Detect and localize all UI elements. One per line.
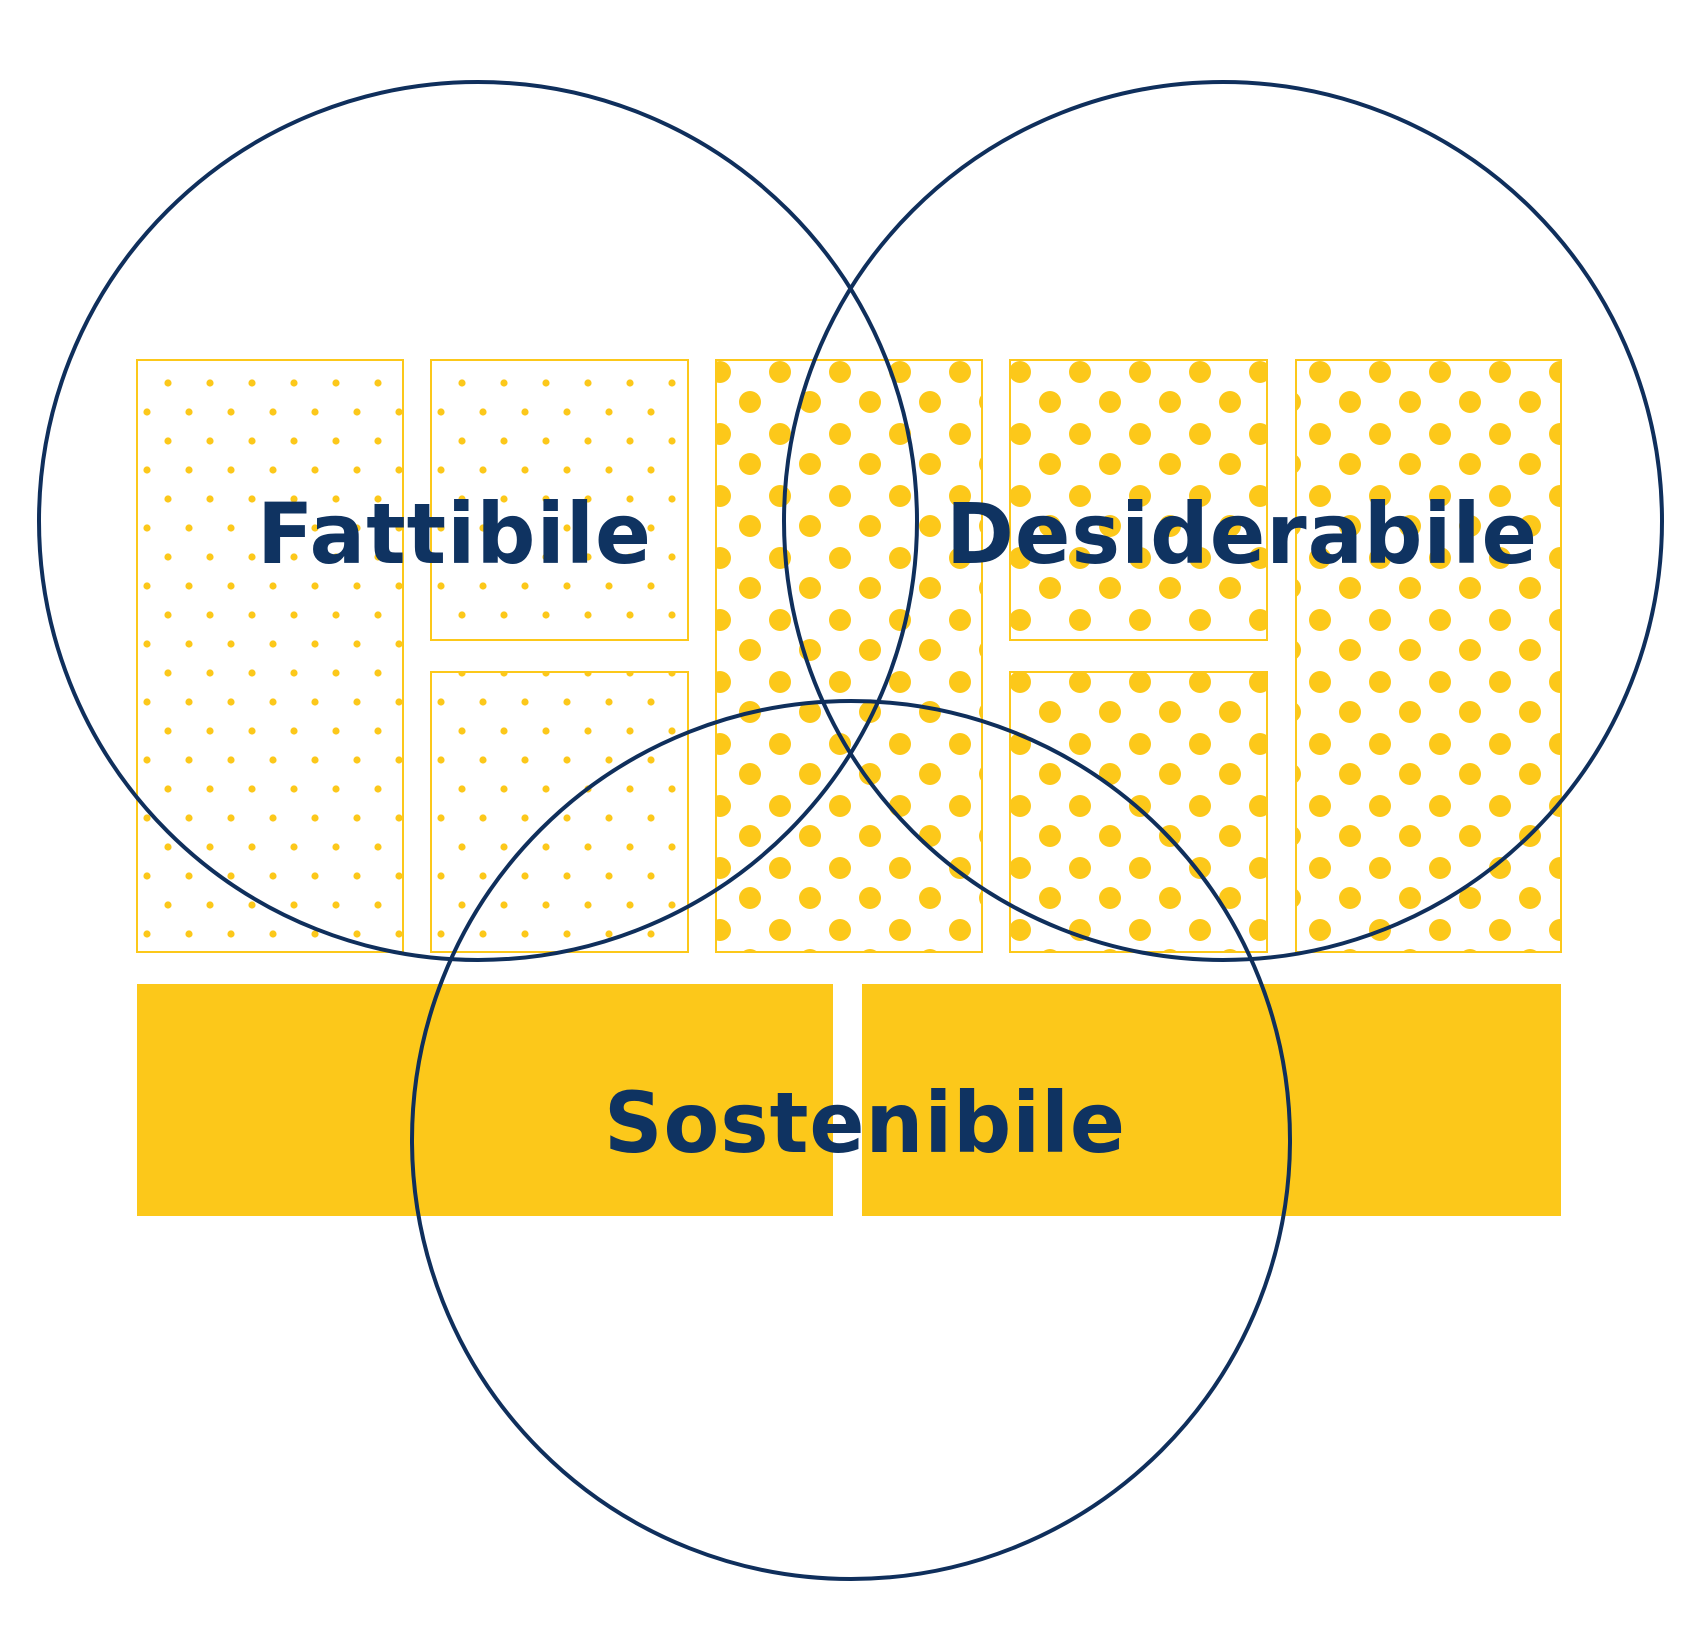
venn-circles bbox=[37, 80, 1664, 1581]
dot-panel-far-right-tall bbox=[1295, 359, 1562, 953]
label-feasible: Fattibile bbox=[257, 485, 652, 583]
venn-labels: Fattibile Desiderabile Sostenibile bbox=[257, 485, 1538, 1172]
solid-bar-right bbox=[862, 984, 1561, 1216]
dot-panel-left-tall bbox=[136, 359, 404, 953]
dot-panel-right-top bbox=[1009, 359, 1268, 641]
label-sustainable: Sostenibile bbox=[604, 1074, 1126, 1172]
circle-feasible bbox=[37, 80, 919, 962]
dot-panel-center-top bbox=[430, 359, 689, 641]
circle-desirable bbox=[782, 80, 1664, 962]
small-dot-panels bbox=[136, 359, 689, 953]
solid-bar-left bbox=[137, 984, 833, 1216]
dot-panel-right-bottom bbox=[1009, 671, 1268, 953]
large-dot-panels bbox=[715, 359, 1562, 953]
label-desirable: Desiderabile bbox=[946, 485, 1538, 583]
circle-sustainable bbox=[410, 699, 1292, 1581]
solid-bars bbox=[137, 984, 1561, 1216]
